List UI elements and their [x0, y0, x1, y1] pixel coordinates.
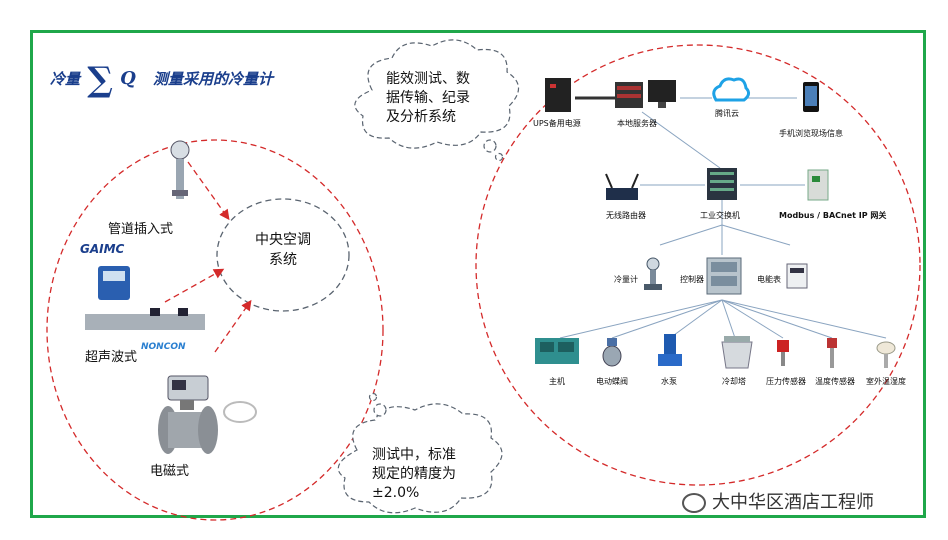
cloud-top-line1: 能效测试、数	[386, 71, 470, 87]
center-system-label: 中央空调 系统	[233, 230, 333, 270]
label-pressure: 压力传感器	[766, 377, 806, 386]
label-controller: 控制器	[680, 275, 704, 284]
cloud-bottom-line2: 规定的精度为	[372, 466, 456, 482]
cloud-bottom-line3: ±2.0%	[372, 485, 420, 501]
brand-noncon: NONCON	[141, 342, 186, 352]
network-group-ellipse	[475, 44, 921, 486]
label-cloud: 腾讯云	[715, 109, 739, 118]
meters-group-ellipse	[46, 139, 384, 521]
cloud-top-shape	[354, 39, 520, 162]
label-phone: 手机浏览现场信息	[779, 129, 843, 138]
label-electromagnetic: 电磁式	[150, 464, 190, 479]
sigma-symbol: ∑	[87, 60, 113, 100]
cooling-tower-icon	[721, 336, 753, 369]
butterfly-valve-icon	[602, 338, 622, 367]
label-ups: UPS备用电源	[533, 119, 581, 128]
cloud-bottom-shape	[337, 392, 503, 514]
cloud-top-text: 能效测试、数 据传输、纪录 及分析系统	[386, 70, 470, 127]
chiller-icon	[535, 338, 579, 364]
wechat-icon	[682, 493, 706, 513]
gateway-icon	[807, 169, 829, 201]
watermark: 大中华区酒店工程师	[682, 488, 874, 514]
hvac-system-ellipse	[216, 198, 350, 312]
label-temp: 温度传感器	[815, 377, 855, 386]
label-cold-meter: 冷量计	[614, 275, 638, 284]
q-symbol: Q	[120, 68, 136, 89]
arrow-ultrasonic-to-center	[164, 268, 225, 303]
pipe-insert-meter-icon	[170, 140, 190, 199]
arrow-pipe-to-center	[187, 161, 230, 221]
phone-icon	[803, 82, 819, 112]
pressure-sensor-icon	[777, 340, 789, 366]
electromagnetic-meter-icon	[158, 375, 257, 454]
title-suffix: 测量采用的冷量计	[153, 70, 274, 88]
server-icon	[615, 80, 676, 108]
cloud-bottom-text: 测试中，标准 规定的精度为 ±2.0%	[372, 446, 456, 503]
label-router: 无线路由器	[606, 211, 646, 220]
ups-icon	[545, 78, 571, 112]
controller-icon	[706, 257, 742, 295]
energy-meter-icon	[786, 263, 808, 289]
center-line2: 系统	[269, 252, 297, 268]
network-lines	[559, 96, 887, 339]
ultrasonic-meter-icon	[85, 266, 205, 330]
brand-gaimc: GAIMC	[80, 242, 125, 256]
cloud-top-line3: 及分析系统	[386, 109, 456, 125]
cloud-top-line2: 据传输、纪录	[386, 90, 470, 106]
label-outdoor: 室外温湿度	[866, 377, 906, 386]
cloud-bottom-line1: 测试中，标准	[372, 447, 456, 463]
tencent-cloud-icon	[712, 77, 751, 102]
page-title: 冷量 ∑ Q 测量采用的冷量计	[50, 60, 273, 100]
router-icon	[605, 173, 639, 200]
label-chiller: 主机	[549, 377, 565, 386]
label-energy-meter: 电能表	[757, 275, 781, 284]
outer-frame	[30, 30, 926, 518]
pump-icon	[658, 334, 682, 366]
label-server: 本地服务器	[617, 119, 657, 128]
label-valve: 电动蝶阀	[596, 377, 628, 386]
watermark-text: 大中华区酒店工程师	[712, 492, 874, 513]
label-switch: 工业交换机	[700, 211, 740, 220]
arrow-electromagnetic-to-center	[214, 299, 252, 353]
cold-meter-icon	[644, 257, 662, 290]
label-gateway: Modbus / BACnet IP 网关	[779, 211, 887, 220]
label-ultrasonic: 超声波式	[85, 350, 138, 365]
outdoor-humidity-icon	[876, 341, 896, 368]
temperature-sensor-icon	[827, 338, 837, 368]
center-line1: 中央空调	[255, 232, 311, 248]
label-pipe-insert: 管道插入式	[108, 222, 174, 237]
title-prefix: 冷量	[50, 70, 81, 88]
label-pump: 水泵	[661, 377, 677, 386]
label-tower: 冷却塔	[722, 377, 746, 386]
switch-icon	[707, 168, 737, 200]
